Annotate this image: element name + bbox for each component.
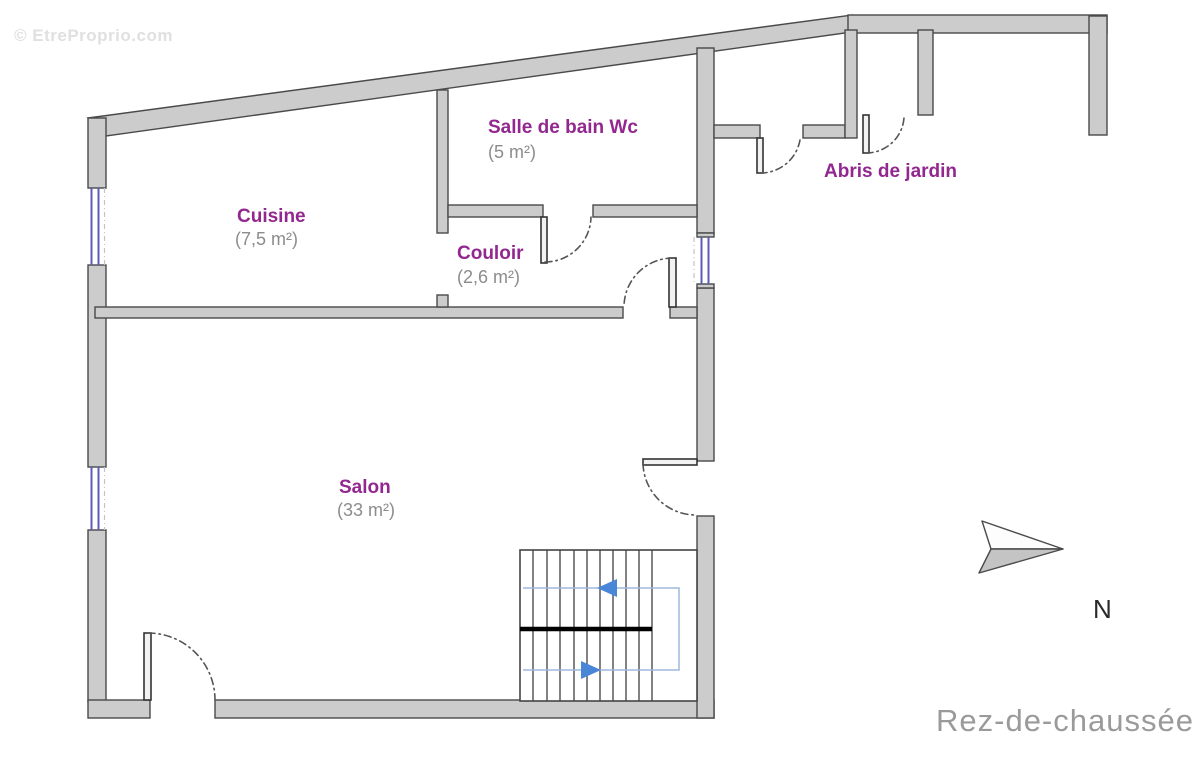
door-leaf-shed1 bbox=[756, 137, 764, 174]
doors bbox=[143, 114, 905, 701]
wall-shed-divider bbox=[844, 29, 858, 139]
door-leaf-entrance bbox=[143, 632, 152, 701]
wall-right-upper bbox=[696, 47, 715, 234]
wall-left-lower bbox=[87, 529, 107, 703]
wall-shed2-right bbox=[917, 29, 934, 116]
wall-divider-cuisine-bath bbox=[436, 89, 449, 234]
door-arc-entrance bbox=[147, 632, 216, 701]
staircase-arrow-up-icon bbox=[581, 661, 601, 679]
wall-far-right bbox=[1088, 15, 1108, 136]
wall-left-middle bbox=[87, 264, 107, 468]
wall-left-upper bbox=[87, 117, 107, 189]
room-area-cuisine: (7,5 m²) bbox=[235, 229, 298, 249]
window-salon bbox=[90, 467, 106, 530]
watermark: © EtreProprio.com bbox=[14, 26, 173, 45]
wall-salon-top-left bbox=[94, 306, 624, 319]
floor-title: Rez-de-chaussée bbox=[936, 703, 1194, 738]
walls bbox=[86, 14, 1108, 719]
wall-right-middle bbox=[696, 287, 715, 462]
window-couloir bbox=[693, 232, 715, 289]
compass-north-label: N bbox=[1093, 594, 1112, 624]
door-leaf-shed2 bbox=[862, 114, 870, 154]
room-label-garden-shed: Abris de jardin bbox=[824, 161, 958, 182]
staircase-outline bbox=[519, 549, 698, 702]
north-arrow-icon bbox=[978, 520, 1064, 574]
wall-stub-couloir bbox=[436, 294, 449, 308]
door-arc-salon-exterior bbox=[642, 463, 698, 516]
door-leaf-salon bbox=[668, 257, 677, 308]
door-arc-salon bbox=[623, 257, 674, 308]
room-label-couloir: Couloir bbox=[457, 243, 524, 264]
wall-bath-bottom-left bbox=[447, 204, 544, 218]
room-area-salon: (33 m²) bbox=[337, 500, 395, 520]
room-area-couloir: (2,6 m²) bbox=[457, 267, 520, 287]
room-label-bathroom: Salle de bain Wc bbox=[488, 117, 638, 138]
door-arc-shed2 bbox=[865, 117, 905, 154]
room-label-cuisine: Cuisine bbox=[237, 206, 306, 227]
room-area-bathroom: (5 m²) bbox=[488, 142, 536, 162]
wall-top-slanted bbox=[86, 14, 853, 137]
wall-bottom-left bbox=[87, 699, 151, 719]
staircase-arrow-down-icon bbox=[597, 579, 617, 597]
door-leaf-salon-exterior bbox=[642, 458, 698, 466]
wall-top-horizontal bbox=[847, 14, 1108, 34]
wall-shed1-bottom-left bbox=[713, 124, 761, 139]
door-arc-shed1 bbox=[759, 139, 801, 174]
door-leaf-bathroom bbox=[540, 216, 548, 264]
wall-bath-bottom-right bbox=[592, 204, 698, 218]
windows bbox=[90, 188, 715, 530]
room-label-salon: Salon bbox=[339, 477, 391, 498]
window-cuisine bbox=[90, 188, 106, 265]
staircase bbox=[519, 549, 698, 702]
wall-right-lower bbox=[696, 515, 715, 719]
wall-salon-top-right bbox=[669, 306, 698, 319]
door-arc-bathroom bbox=[544, 216, 592, 263]
wall-shed1-bottom-right bbox=[802, 124, 846, 139]
wall-bottom-main bbox=[214, 699, 715, 719]
